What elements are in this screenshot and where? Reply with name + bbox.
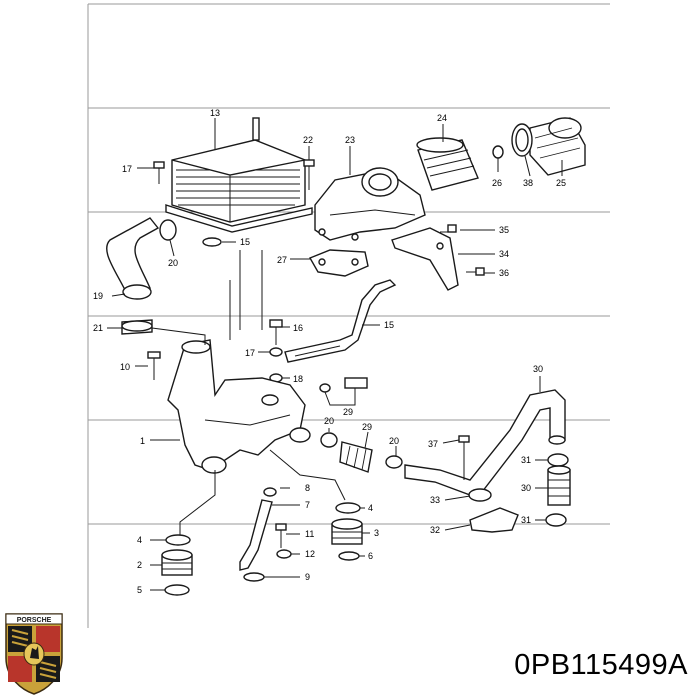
- filter-cover: [529, 117, 586, 176]
- filter-element: [416, 137, 479, 191]
- callout-28: 29: [343, 407, 353, 417]
- screw-10: [147, 351, 161, 380]
- clamp-31-lower: [545, 513, 567, 527]
- callout-14: 15: [240, 237, 250, 247]
- callout-38: 38: [523, 178, 533, 188]
- callout-20-mid: 20: [324, 416, 334, 426]
- screw-16: [269, 319, 283, 345]
- callout-16: 16: [293, 323, 303, 333]
- callout-8: 8: [305, 483, 310, 493]
- leader-lines: [107, 118, 563, 591]
- callout-17-upper: 17: [245, 348, 255, 358]
- hose-29-left: [339, 441, 373, 473]
- callout-5: 5: [137, 585, 142, 595]
- crest-wordmark: PORSCHE: [17, 617, 52, 624]
- callout-31-upper: 31: [521, 455, 531, 465]
- hose-19: [106, 217, 160, 300]
- callout-20-top: 20: [168, 258, 178, 268]
- hose-29-right: [547, 465, 571, 506]
- callout-1: 1: [140, 436, 145, 446]
- oil-console: [167, 339, 311, 474]
- callout-30: 30: [533, 364, 543, 374]
- sender-28: [319, 377, 368, 393]
- callout-35: 34: [499, 249, 509, 259]
- callout-29-left: 29: [362, 422, 372, 432]
- oring-14: [202, 237, 222, 247]
- clamp-20-right: [385, 455, 403, 469]
- clamp-21: [121, 319, 153, 335]
- callouts: 13 17 22 23 24 26 38 25 20 15 27 35 34 3…: [93, 108, 566, 595]
- ring-6: [338, 551, 360, 561]
- callout-12: 12: [305, 549, 315, 559]
- gasket-27: [308, 249, 369, 277]
- callout-25: 26: [492, 178, 502, 188]
- oil-cooler: [165, 117, 313, 233]
- callout-6: 6: [368, 551, 373, 561]
- callout-20-right: 20: [389, 436, 399, 446]
- filter-housing: [314, 167, 426, 241]
- pipe-30: [404, 389, 566, 496]
- callout-11: 11: [305, 529, 314, 539]
- screw-18: [153, 161, 165, 184]
- screw-36: [440, 224, 457, 233]
- callout-23: 24: [437, 113, 447, 123]
- screw-11: [275, 523, 287, 548]
- plug-2: [161, 549, 193, 576]
- callout-4-right: 4: [368, 503, 373, 513]
- callout-10: 10: [120, 362, 130, 372]
- oring-25: [492, 145, 504, 159]
- callout-31-lower: 31: [521, 515, 531, 525]
- screw-34: [458, 435, 470, 480]
- callout-18: 17: [122, 164, 132, 174]
- washer-12: [276, 549, 292, 559]
- callout-19: 19: [93, 291, 103, 301]
- callout-21: 21: [93, 323, 103, 333]
- clamp-33: [468, 488, 492, 502]
- ring-5: [164, 584, 190, 596]
- callout-33: 33: [430, 495, 440, 505]
- callout-22: 23: [345, 135, 355, 145]
- seal-38: [511, 123, 533, 157]
- bracket-35: [391, 227, 459, 291]
- callout-2: 2: [137, 560, 142, 570]
- porsche-crest-icon: PORSCHE: [5, 613, 63, 695]
- callout-9: 9: [305, 572, 310, 582]
- callout-36: 35: [499, 225, 509, 235]
- callout-17-lower: 18: [293, 374, 303, 384]
- callout-15: 15: [384, 320, 394, 330]
- callout-24: 25: [556, 178, 566, 188]
- callout-32: 32: [430, 525, 440, 535]
- ring-4-left: [165, 534, 191, 546]
- callout-34: 37: [428, 439, 438, 449]
- clamp-20-mid: [320, 432, 338, 448]
- ring-17-upper: [269, 347, 283, 357]
- callout-29-right: 30: [521, 483, 531, 493]
- bracket-32: [469, 507, 519, 533]
- ring-9: [243, 572, 265, 582]
- callout-27: 27: [277, 255, 287, 265]
- callout-4-left: 4: [137, 535, 142, 545]
- callout-3: 3: [374, 528, 379, 538]
- screw-37: [466, 267, 485, 276]
- callout-37: 36: [499, 268, 509, 278]
- callout-26: 22: [303, 135, 313, 145]
- oil-line-15: [284, 279, 397, 363]
- part-number: 0PB115499A: [514, 649, 688, 681]
- ring-4-right: [335, 502, 361, 514]
- clamp-31-upper: [547, 453, 569, 467]
- clamp-20-top: [159, 219, 177, 241]
- tube-7: [239, 499, 273, 571]
- callout-7: 7: [305, 500, 310, 510]
- ring-8: [263, 487, 277, 497]
- callout-13: 13: [210, 108, 220, 118]
- plug-3: [331, 518, 363, 545]
